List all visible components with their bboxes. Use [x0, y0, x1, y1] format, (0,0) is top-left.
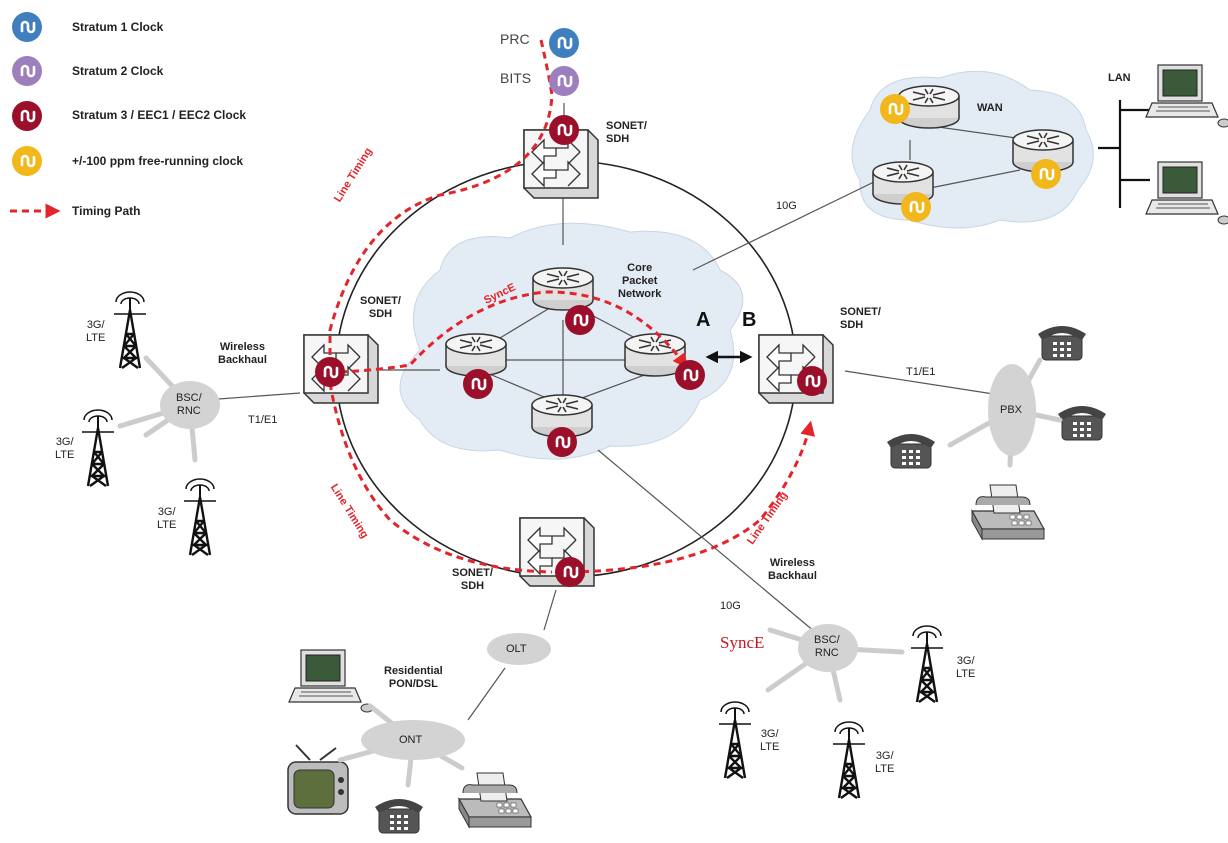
legend-label: Stratum 1 Clock	[72, 20, 164, 34]
lan-bus	[1098, 100, 1150, 208]
legend-stratum-2-clock-icon	[12, 56, 42, 86]
clock-sonet-bottom	[555, 557, 585, 587]
sonet-node-right	[758, 334, 834, 404]
synce-label-bottom: SyncE	[720, 633, 765, 652]
legend-item-stratum-2: Stratum 2 Clock	[12, 56, 292, 86]
legend-stratum-3-clock-icon	[12, 101, 42, 131]
clock-wan-1	[880, 94, 910, 124]
prc-label: PRC	[500, 31, 530, 47]
wireless-backhaul-left-label: Wireless Backhaul	[218, 341, 267, 366]
point-a-label: A	[696, 309, 711, 331]
bsc-rnc-left-label: BSC/ RNC	[176, 392, 202, 417]
clock-sonet-top	[549, 115, 579, 145]
clock-core-left	[463, 369, 493, 399]
tower-left-1	[112, 290, 148, 370]
sonet-left-label: SONET/ SDH	[360, 295, 401, 320]
bsc-rnc-right-label: BSC/ RNC	[814, 634, 840, 659]
tower-left-2	[80, 408, 116, 488]
wan-label: WAN	[977, 102, 1003, 114]
legend-item-free-running: +/-100 ppm free-running clock	[12, 146, 292, 176]
t1e1-right-label: T1/E1	[906, 366, 936, 378]
lte-label-left-3: 3G/ LTE	[157, 506, 177, 531]
bsc-rnc-left	[160, 381, 220, 429]
clock-core-right	[675, 360, 705, 390]
legend-item-timing-path: Timing Path	[12, 196, 292, 226]
link-10g-top-label: 10G	[776, 200, 797, 212]
sonet-top-label: SONET/ SDH	[606, 120, 647, 145]
timing-path-bottom-to-right	[569, 420, 816, 574]
legend-item-stratum-1: Stratum 1 Clock	[12, 12, 292, 42]
olt-label: OLT	[506, 643, 527, 655]
clock-core-bottom	[547, 427, 577, 457]
timing-path-left-to-core	[339, 290, 688, 374]
lte-label-right-1: 3G/ LTE	[956, 655, 976, 680]
lte-label-right-3: 3G/ LTE	[875, 750, 895, 775]
link-10g-bottom-label: 10G	[720, 600, 741, 612]
legend-item-stratum-3: Stratum 3 / EEC1 / EEC2 Clock	[12, 100, 292, 130]
bsc-rnc-right	[798, 624, 858, 672]
lte-label-left-1: 3G/ LTE	[86, 319, 106, 344]
pbx-phone-2	[1057, 405, 1107, 441]
tower-right-1	[909, 624, 945, 704]
core-network-cloud	[399, 222, 744, 460]
clock-wan-2	[1031, 159, 1061, 189]
pbx-label: PBX	[1000, 404, 1023, 416]
clock-wan-3	[901, 192, 931, 222]
legend-stratum-1-clock-icon	[12, 12, 42, 42]
clock-prc	[549, 28, 579, 58]
t1e1-left-label: T1/E1	[248, 414, 278, 426]
core-router-top	[532, 267, 594, 311]
residential-tv	[287, 744, 349, 815]
lan-label: LAN	[1108, 72, 1131, 84]
sonet-bottom-label: SONET/ SDH	[452, 567, 493, 592]
ont-label: ONT	[399, 734, 423, 746]
lan-computer-1	[1145, 64, 1228, 128]
tower-right-2	[717, 700, 753, 780]
pbx-ellipse	[988, 364, 1036, 456]
legend-label: Timing Path	[72, 204, 141, 218]
residential-phone	[374, 798, 424, 834]
lan-computer-2	[1145, 161, 1228, 225]
ont-node	[361, 720, 465, 760]
legend-free-running-clock-icon	[12, 146, 42, 176]
pbx-fax	[971, 484, 1045, 540]
olt-node	[487, 633, 551, 665]
timing-path-left-to-bottom	[328, 382, 553, 574]
lte-label-right-2: 3G/ LTE	[760, 728, 780, 753]
timing-path-prc-to-left	[328, 39, 554, 362]
legend-label: +/-100 ppm free-running clock	[72, 154, 244, 168]
clock-core-top	[565, 305, 595, 335]
residential-fax	[458, 772, 532, 828]
lte-label-left-2: 3G/ LTE	[55, 436, 75, 461]
point-b-label: B	[742, 309, 757, 331]
clock-sonet-right	[797, 366, 827, 396]
residential-computer	[288, 649, 374, 713]
pbx-phone-1	[1037, 325, 1087, 361]
clock-bits	[549, 66, 579, 96]
tower-left-3	[182, 477, 218, 557]
clock-sonet-left	[315, 357, 345, 387]
core-network-label: Core Packet Network	[618, 262, 662, 300]
tower-right-3	[831, 720, 867, 800]
bits-label: BITS	[500, 70, 532, 86]
residential-label: Residential PON/DSL	[384, 665, 443, 690]
pbx-phone-3	[886, 433, 936, 469]
wireless-backhaul-right-label: Wireless Backhaul	[768, 557, 817, 582]
sonet-right-label: SONET/ SDH	[840, 306, 881, 331]
legend-label: Stratum 3 / EEC1 / EEC2 Clock	[72, 108, 247, 122]
legend-label: Stratum 2 Clock	[72, 64, 164, 78]
